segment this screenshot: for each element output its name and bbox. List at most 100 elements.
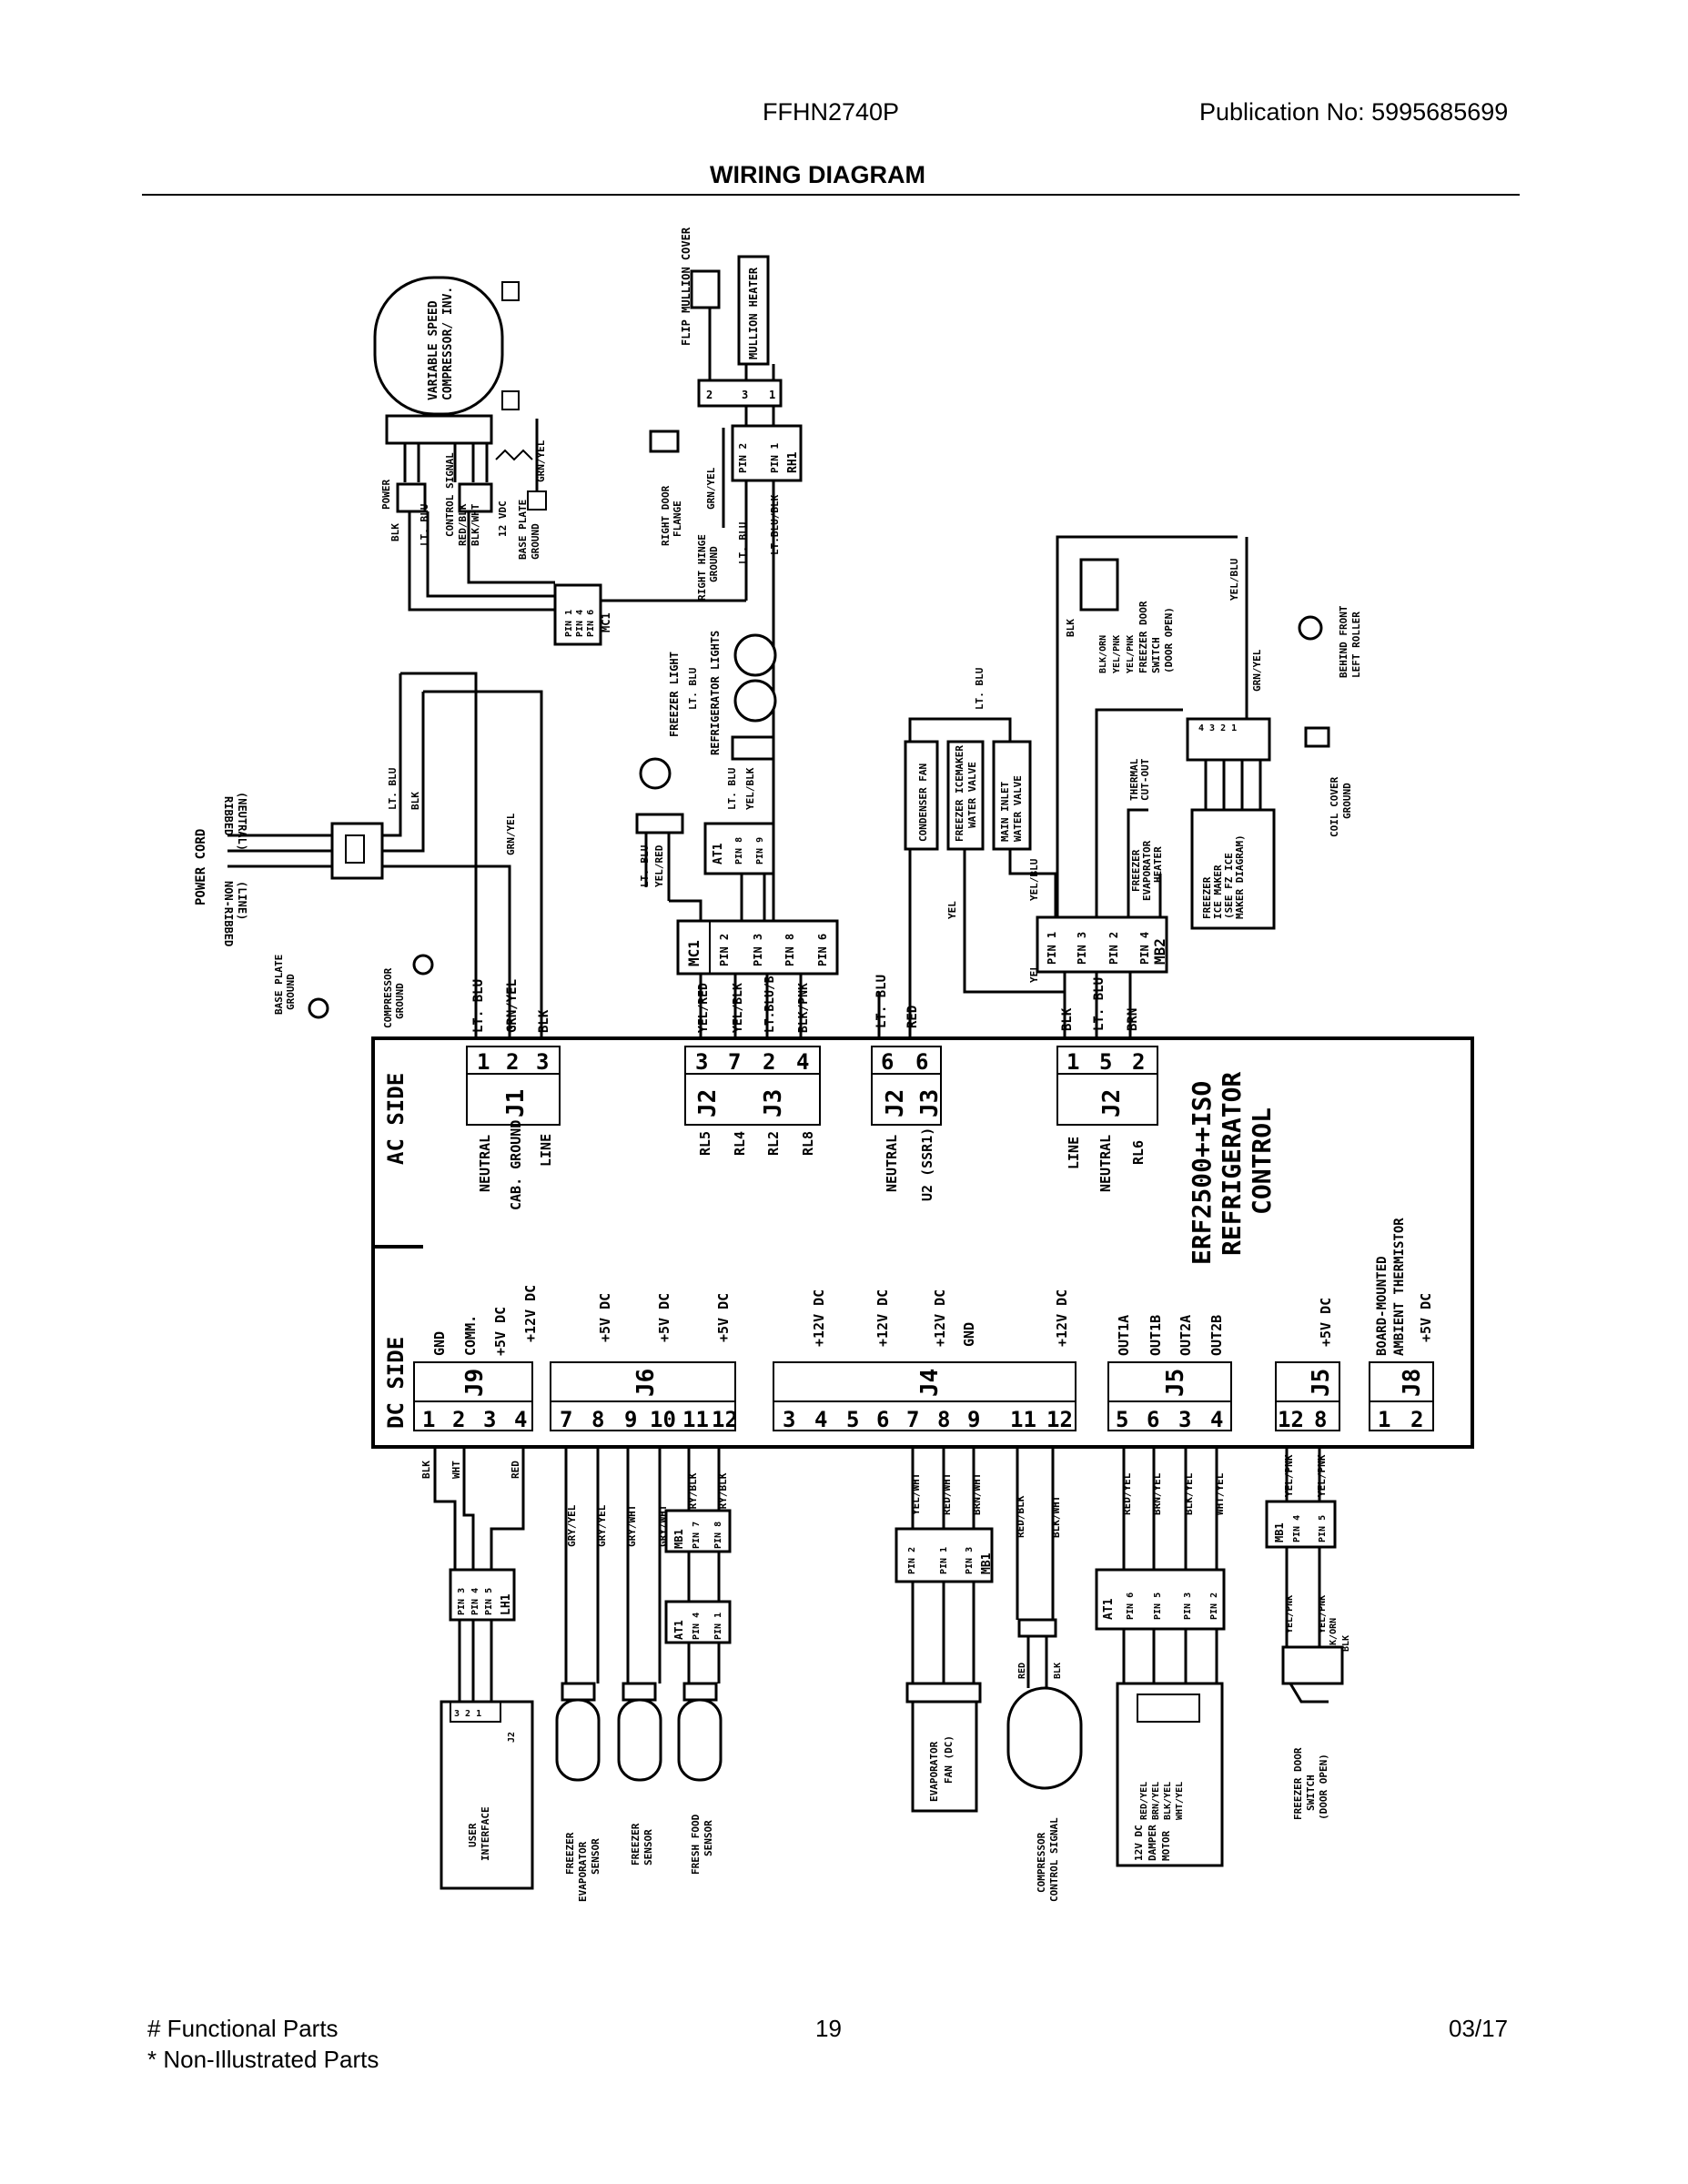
svg-text:GROUND: GROUND — [285, 974, 297, 1010]
dc-j9: 1 2 3 4 J9 GND COMM. +5V DC +12V DC — [413, 1285, 539, 1432]
svg-text:WATER VALVE: WATER VALVE — [1012, 775, 1024, 842]
svg-text:FAN (DC): FAN (DC) — [943, 1735, 955, 1784]
svg-text:RL2: RL2 — [765, 1131, 782, 1156]
svg-text:12: 12 — [712, 1407, 738, 1432]
svg-text:12: 12 — [1046, 1407, 1073, 1432]
svg-text:GRY/WHT: GRY/WHT — [626, 1504, 638, 1547]
svg-text:J2: J2 — [882, 1089, 909, 1117]
svg-text:PIN 8: PIN 8 — [713, 1522, 723, 1549]
damper-motor: RED/YEL BRN/YEL BLK/YEL WHT/YEL 12V DC D… — [1116, 1682, 1224, 1867]
svg-text:RL5: RL5 — [697, 1131, 713, 1156]
svg-text:MB1: MB1 — [672, 1529, 685, 1549]
svg-text:BLK: BLK — [1341, 1635, 1351, 1652]
svg-text:PIN 3: PIN 3 — [1076, 932, 1088, 965]
svg-text:12: 12 — [1278, 1407, 1304, 1432]
svg-text:BRN/WHT: BRN/WHT — [971, 1472, 983, 1515]
svg-text:8: 8 — [937, 1407, 950, 1432]
svg-text:BLK/YEL: BLK/YEL — [1183, 1472, 1195, 1515]
svg-text:RED: RED — [1017, 1663, 1027, 1679]
ac-j2-j3-neutral: 6 6 J2 J3 NEUTRAL U2 (SSR1) — [871, 1046, 944, 1201]
svg-text:BRN/YEL: BRN/YEL — [1151, 1472, 1163, 1515]
svg-text:+12V DC: +12V DC — [874, 1289, 891, 1347]
page-title: WIRING DIAGRAM — [710, 161, 925, 188]
svg-text:PIN 7: PIN 7 — [692, 1522, 702, 1549]
svg-text:YEL: YEL — [1028, 965, 1040, 983]
plug-mb1-right: MB1 PIN 4 PIN 5 YEL/PNK YEL/PNK BLK/ORN … — [1265, 1500, 1351, 1656]
ac-j1: 1 2 3 J1 NEUTRAL CAB. GROUND LINE — [466, 1046, 561, 1210]
svg-text:+5V DC: +5V DC — [656, 1293, 672, 1342]
svg-text:1: 1 — [422, 1407, 435, 1432]
svg-text:BLK: BLK — [1065, 619, 1076, 637]
svg-text:YEL/RED: YEL/RED — [697, 983, 711, 1033]
svg-text:YEL/BLU: YEL/BLU — [1228, 558, 1240, 601]
svg-text:PIN 1: PIN 1 — [939, 1547, 949, 1574]
svg-text:PIN 4: PIN 4 — [1292, 1515, 1302, 1542]
svg-text:YEL/PNK: YEL/PNK — [1126, 635, 1136, 673]
dc-j5-door: 12 8 J5 +5V DC — [1275, 1298, 1340, 1432]
svg-text:AT1: AT1 — [672, 1620, 685, 1640]
svg-text:EVAPORATOR: EVAPORATOR — [928, 1741, 940, 1802]
svg-text:BASE PLATE: BASE PLATE — [517, 500, 529, 560]
svg-text:YEL/BLU: YEL/BLU — [1028, 858, 1040, 901]
svg-text:8: 8 — [591, 1407, 604, 1432]
svg-text:BRN: BRN — [1126, 1008, 1140, 1031]
svg-text:GRY/BLK: GRY/BLK — [687, 1472, 699, 1515]
svg-text:J6: J6 — [632, 1369, 660, 1397]
svg-text:RED: RED — [510, 1461, 521, 1479]
svg-text:PIN 2: PIN 2 — [718, 934, 731, 966]
svg-text:12 VDC: 12 VDC — [497, 500, 509, 537]
svg-text:BASE PLATE: BASE PLATE — [273, 955, 285, 1015]
svg-text:GRY/YEL: GRY/YEL — [596, 1504, 608, 1547]
svg-text:J9: J9 — [461, 1369, 489, 1397]
svg-text:BLK/WHT: BLK/WHT — [470, 503, 481, 546]
svg-text:COMM.: COMM. — [462, 1315, 479, 1356]
plug-mc1-top: PIN 1 PIN 4 PIN 6 MC1 — [553, 583, 612, 646]
ac-wires: LT. BLU GRN/YEL BLK YEL/RED YEL/BLK LT.B… — [471, 810, 1140, 1038]
svg-text:BEHIND FRONT: BEHIND FRONT — [1338, 605, 1349, 678]
sensors: FREEZER EVAPORATOR SENSOR FREEZER SENSOR… — [555, 1682, 723, 1902]
svg-text:CONTROL SIGNAL: CONTROL SIGNAL — [444, 452, 456, 537]
svg-text:YEL/PNK: YEL/PNK — [1285, 1595, 1295, 1633]
svg-text:J5: J5 — [1162, 1369, 1189, 1397]
board-name-line2: REFRIGERATOR — [1217, 1072, 1247, 1256]
svg-text:+5V DC: +5V DC — [1318, 1298, 1334, 1347]
svg-text:MAIN INLET: MAIN INLET — [999, 781, 1011, 842]
svg-text:CONDENSER FAN: CONDENSER FAN — [917, 763, 929, 842]
svg-text:BLK: BLK — [1053, 1663, 1063, 1679]
svg-text:RED: RED — [905, 1006, 920, 1028]
svg-text:REFRIGERATOR LIGHTS: REFRIGERATOR LIGHTS — [709, 631, 722, 755]
svg-text:WHT: WHT — [450, 1461, 462, 1479]
svg-text:YEL: YEL — [946, 901, 958, 919]
svg-text:PIN 4: PIN 4 — [575, 610, 585, 637]
dc-wires: BLK WHT RED GRY/YEL GRY/YEL GRY/WHT GRY/… — [420, 1447, 1328, 1684]
svg-text:SENSOR: SENSOR — [590, 1838, 601, 1875]
svg-text:EVAPORATOR: EVAPORATOR — [1141, 840, 1153, 901]
svg-text:PIN 9: PIN 9 — [755, 837, 765, 864]
svg-text:FREEZER LIGHT: FREEZER LIGHT — [668, 652, 681, 737]
svg-text:7: 7 — [728, 1049, 741, 1075]
svg-text:INTERFACE: INTERFACE — [480, 1806, 491, 1861]
svg-text:PIN 3: PIN 3 — [1183, 1592, 1193, 1620]
svg-text:CONTROL SIGNAL: CONTROL SIGNAL — [1048, 1817, 1060, 1902]
svg-text:NEUTRAL: NEUTRAL — [1097, 1135, 1114, 1192]
svg-text:1: 1 — [1066, 1049, 1079, 1075]
pin: 3 — [536, 1049, 549, 1075]
svg-text:J8: J8 — [1399, 1369, 1426, 1397]
svg-text:+12V DC: +12V DC — [1054, 1289, 1070, 1347]
svg-text:3 2 1: 3 2 1 — [454, 1709, 481, 1719]
svg-text:MB2: MB2 — [1151, 938, 1168, 965]
svg-text:BOARD-MOUNTED: BOARD-MOUNTED — [1375, 1256, 1390, 1356]
svg-text:J5: J5 — [1308, 1369, 1335, 1397]
svg-text:GRN/YEL: GRN/YEL — [505, 979, 520, 1033]
svg-text:4: 4 — [814, 1407, 827, 1432]
svg-text:+12V DC: +12V DC — [811, 1289, 827, 1347]
svg-text:4 3 2 1: 4 3 2 1 — [1198, 723, 1237, 733]
svg-text:MULLION HEATER: MULLION HEATER — [747, 267, 760, 359]
svg-text:3: 3 — [695, 1049, 708, 1075]
model-number: FFHN2740P — [763, 98, 900, 126]
svg-text:RL8: RL8 — [800, 1131, 816, 1156]
svg-text:11: 11 — [682, 1407, 709, 1432]
svg-text:RED/YEL: RED/YEL — [1121, 1472, 1133, 1515]
svg-text:3: 3 — [783, 1407, 795, 1432]
svg-text:WHT/YEL: WHT/YEL — [1214, 1472, 1226, 1515]
